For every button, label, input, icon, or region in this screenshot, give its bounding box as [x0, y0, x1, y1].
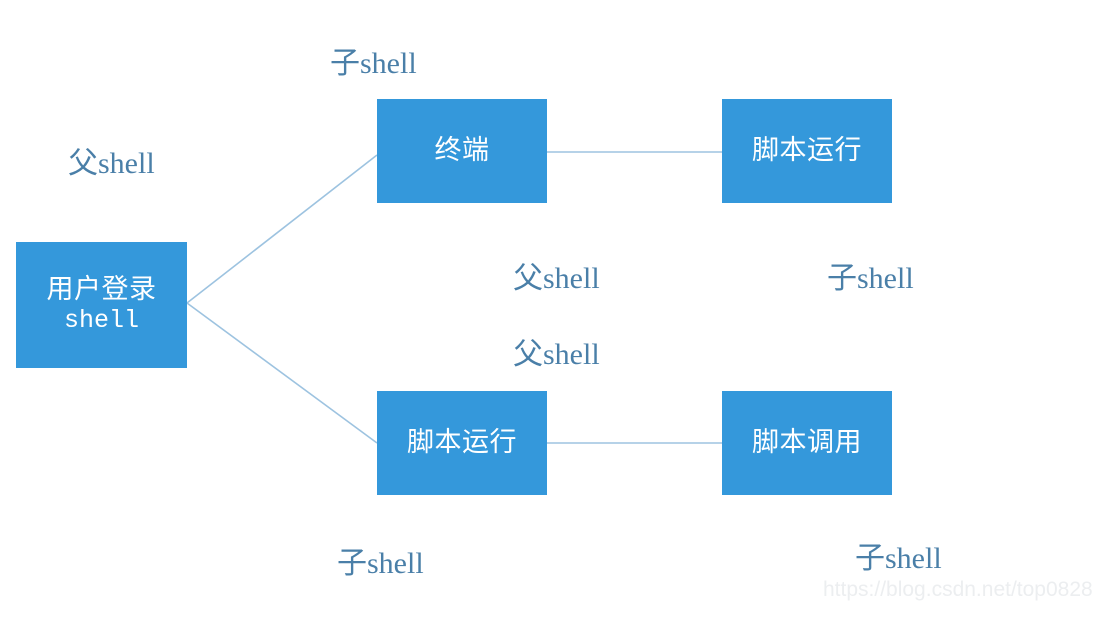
node-label-primary: 脚本运行 [752, 135, 862, 166]
node-terminal[interactable]: 终端 [377, 99, 547, 203]
node-label-primary: 脚本运行 [407, 427, 517, 458]
node-label-primary: 用户登录 [46, 274, 157, 305]
label-latin: shell [360, 47, 417, 80]
node-label-primary: 脚本调用 [752, 427, 862, 458]
label-latin: shell [857, 262, 914, 295]
label-cjk: 子 [855, 542, 885, 575]
label-child-shell-script-top: 子shell [827, 253, 914, 297]
label-latin: shell [885, 542, 942, 575]
node-label-primary: 终端 [434, 135, 490, 166]
connector-login-to-script-run [186, 302, 378, 444]
label-parent-shell-script-run: 父shell [513, 329, 600, 373]
label-latin: shell [98, 147, 155, 180]
connector-login-to-terminal [186, 154, 378, 304]
label-cjk: 子 [827, 262, 857, 295]
label-child-shell-bottom-left: 子shell [337, 538, 424, 582]
label-latin: shell [543, 262, 600, 295]
label-cjk: 父 [68, 147, 98, 180]
watermark: https://blog.csdn.net/top0828 [823, 578, 1093, 601]
label-child-shell-bottom-right: 子shell [855, 533, 942, 577]
label-parent-shell-left: 父shell [68, 138, 155, 182]
label-latin: shell [367, 547, 424, 580]
node-script-run-top[interactable]: 脚本运行 [722, 99, 892, 203]
label-cjk: 父 [513, 262, 543, 295]
node-label-secondary: shell [63, 306, 139, 336]
label-cjk: 子 [330, 47, 360, 80]
node-script-call[interactable]: 脚本调用 [722, 391, 892, 495]
label-cjk: 父 [513, 338, 543, 371]
label-latin: shell [543, 338, 600, 371]
label-child-shell-top: 子shell [330, 38, 417, 82]
label-cjk: 子 [337, 547, 367, 580]
node-script-run-bottom[interactable]: 脚本运行 [377, 391, 547, 495]
label-parent-shell-terminal: 父shell [513, 253, 600, 297]
